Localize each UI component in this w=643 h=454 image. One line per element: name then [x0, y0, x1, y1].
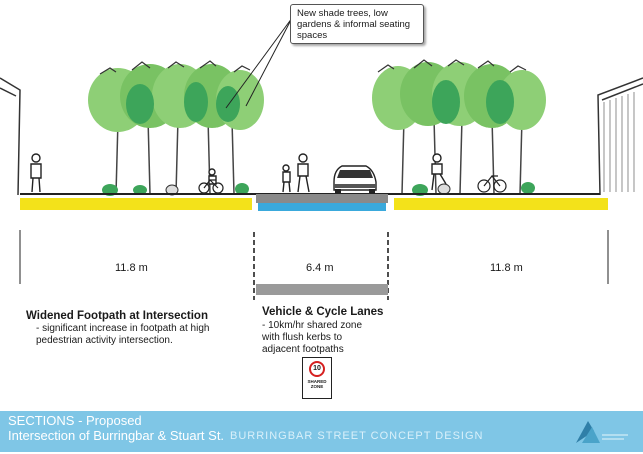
- center-dimension-band: [256, 284, 388, 295]
- left-section-title: Widened Footpath at Intersection: [26, 310, 208, 322]
- center-section-title: Vehicle & Cycle Lanes: [262, 306, 384, 318]
- shared-zone-label: SHARED ZONE: [307, 379, 327, 389]
- shared-zone-sign: 10 SHARED ZONE: [302, 357, 332, 399]
- right-tree-group: [372, 59, 546, 195]
- council-logo-icon: [576, 421, 628, 443]
- pedestrian-figures: [30, 153, 447, 193]
- left-dimension-label: 11.8 m: [115, 262, 148, 274]
- cycle-lane: [258, 203, 386, 211]
- left-footpath: [20, 198, 252, 210]
- speed-limit-ring: 10: [309, 361, 325, 377]
- footer-banner: SECTIONS - Proposed Intersection of Burr…: [0, 411, 643, 452]
- footer-brand-text: BURRINGBAR STREET CONCEPT DESIGN: [230, 430, 484, 442]
- roadway: [256, 194, 388, 203]
- center-dimension-label: 6.4 m: [306, 262, 334, 274]
- footer-title-line2: Intersection of Burringbar & Stuart St.: [8, 428, 225, 443]
- right-building-outline: [597, 77, 643, 196]
- footer-title-line1: SECTIONS - Proposed: [8, 413, 142, 428]
- left-tree-group: [88, 60, 264, 195]
- car-icon: [333, 165, 377, 193]
- callout-leader-lines: [225, 17, 293, 109]
- left-building-outline: [0, 77, 21, 196]
- center-section-description: - 10km/hr shared zone with flush kerbs t…: [262, 320, 363, 355]
- left-section-description: - significant increase in footpath at hi…: [36, 323, 210, 346]
- right-footpath: [394, 198, 608, 210]
- right-dimension-label: 11.8 m: [490, 262, 523, 274]
- right-building-hatching: [603, 92, 635, 192]
- shade-trees-callout: New shade trees, low gardens & informal …: [290, 4, 424, 44]
